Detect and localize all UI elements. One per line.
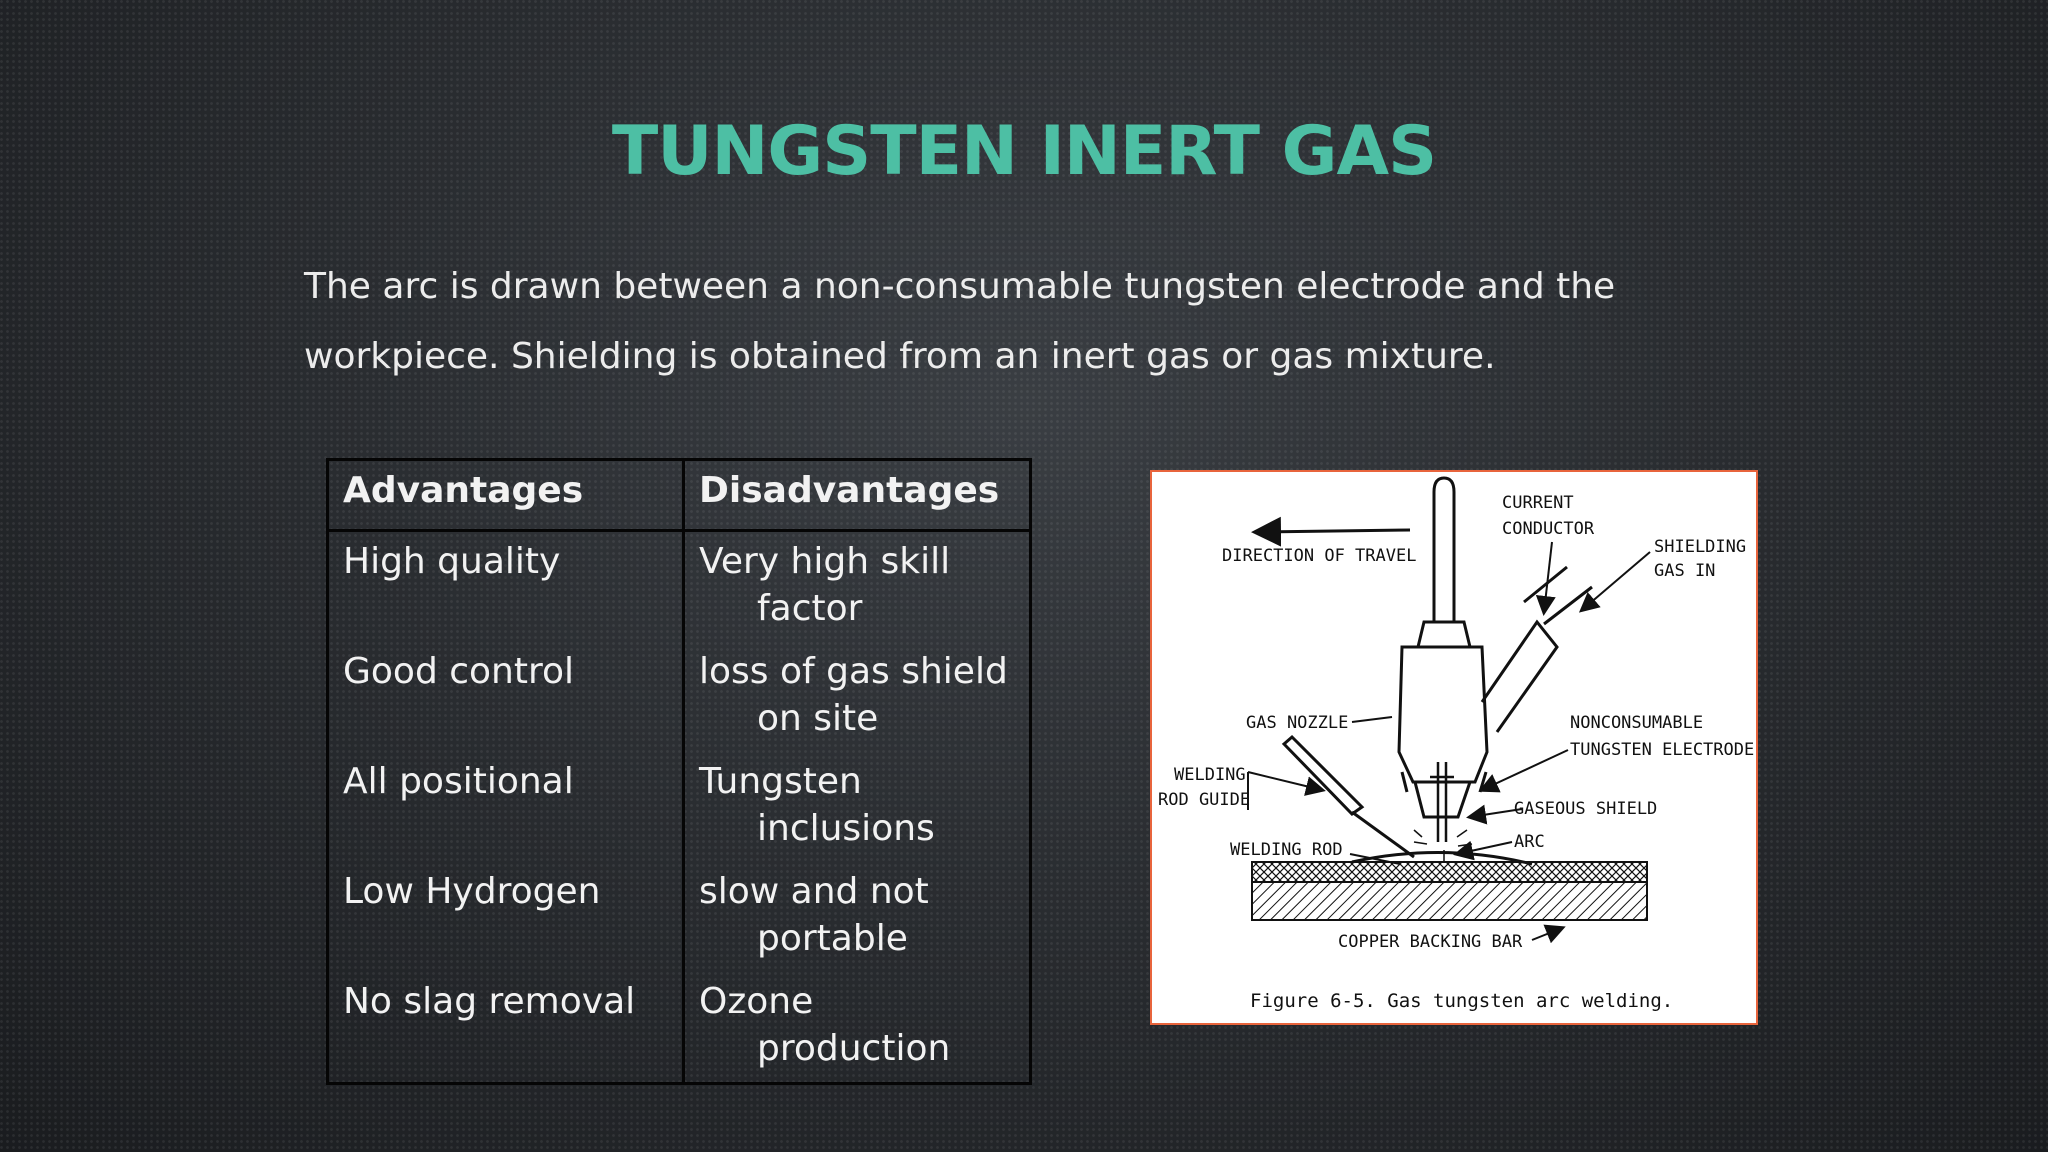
label-copper-backing-bar: COPPER BACKING BAR	[1338, 932, 1523, 952]
label-shielding-2: GAS IN	[1654, 561, 1715, 581]
disadvantage-line: loss of gas shield	[699, 651, 1008, 692]
label-gas-nozzle: GAS NOZZLE	[1246, 713, 1348, 733]
table-row: High quality Very high skill factor	[326, 530, 1032, 642]
label-shielding-1: SHIELDING	[1654, 537, 1746, 557]
label-gaseous-shield: GASEOUS SHIELD	[1514, 799, 1657, 819]
disadvantage-line-continued: factor	[757, 588, 863, 629]
advantage-cell: Good control	[326, 642, 685, 752]
label-rod-guide-2: ROD GUIDE	[1158, 790, 1250, 810]
label-current-2: CONDUCTOR	[1502, 519, 1595, 539]
label-electrode-1: NONCONSUMABLE	[1570, 713, 1703, 733]
slide-title: TUNGSTEN INERT GAS	[611, 112, 1437, 191]
advantage-cell: High quality	[326, 530, 685, 642]
disadvantage-line-continued: on site	[757, 698, 879, 739]
arc-sparks	[1413, 829, 1473, 862]
disadvantage-line-continued: inclusions	[757, 808, 935, 849]
disadvantage-cell: Tungsten inclusions	[682, 752, 1032, 862]
figure-caption: Figure 6-5. Gas tungsten arc welding.	[1250, 990, 1673, 1012]
disadvantage-cell: loss of gas shield on site	[682, 642, 1032, 752]
disadvantage-line-continued: production	[757, 1028, 951, 1069]
disadvantage-line-continued: portable	[757, 918, 908, 959]
advantage-cell: No slag removal	[326, 972, 685, 1084]
label-welding-rod: WELDING ROD	[1230, 840, 1343, 860]
torch-shape	[1397, 476, 1593, 819]
advantage-cell: All positional	[326, 752, 685, 862]
tig-welding-diagram: DIRECTION OF TRAVEL CURRENT CONDUCTOR SH…	[1158, 476, 1754, 1012]
comparison-table: Advantages Disadvantages High quality Ve…	[326, 458, 1032, 1085]
disadvantage-line: Very high skill	[699, 541, 951, 582]
label-arc: ARC	[1514, 832, 1545, 852]
table-row: Low Hydrogen slow and not portable	[326, 862, 1032, 972]
table-header-row: Advantages Disadvantages	[326, 459, 1032, 532]
disadvantage-cell: Very high skill factor	[682, 530, 1032, 642]
disadvantage-cell: slow and not portable	[682, 862, 1032, 972]
label-rod-guide-1: WELDING	[1174, 765, 1246, 785]
advantage-cell: Low Hydrogen	[326, 862, 685, 972]
label-current-1: CURRENT	[1502, 493, 1574, 513]
header-disadvantages: Disadvantages	[682, 459, 1032, 532]
disadvantage-line: Ozone	[699, 981, 814, 1022]
label-direction-of-travel: DIRECTION OF TRAVEL	[1222, 546, 1416, 566]
header-advantages: Advantages	[326, 459, 685, 532]
workpiece-plate	[1251, 861, 1648, 883]
disadvantage-cell: Ozone production	[682, 972, 1032, 1084]
intro-paragraph: The arc is drawn between a non-consumabl…	[304, 266, 1616, 377]
disadvantage-line: slow and not	[699, 871, 929, 912]
table-row: All positional Tungsten inclusions	[326, 752, 1032, 862]
table-row: Good control loss of gas shield on site	[326, 642, 1032, 752]
label-electrode-2: TUNGSTEN ELECTRODE	[1570, 740, 1754, 760]
direction-arrow	[1251, 516, 1411, 547]
table-row: No slag removal Ozone production	[326, 972, 1032, 1084]
tig-welding-figure: DIRECTION OF TRAVEL CURRENT CONDUCTOR SH…	[1150, 470, 1758, 1025]
disadvantage-line: Tungsten	[699, 761, 862, 802]
welding-rod-shape	[1281, 734, 1415, 859]
electrode-shape	[1430, 762, 1454, 842]
leader-lines	[1247, 541, 1651, 944]
copper-backing-bar	[1251, 881, 1648, 921]
